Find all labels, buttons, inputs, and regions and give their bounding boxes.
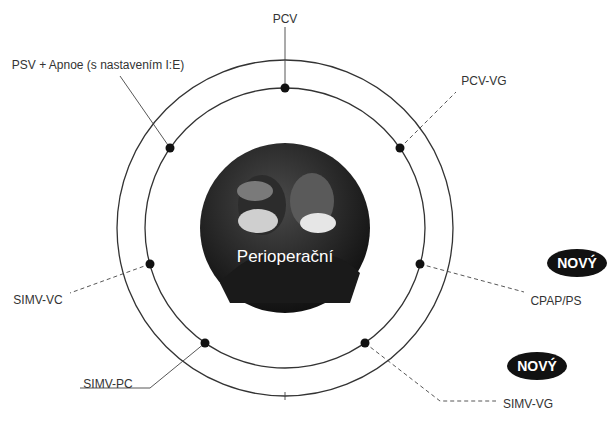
mode-label: PCV (273, 12, 298, 26)
dot (166, 144, 175, 153)
inner-ring (145, 88, 425, 368)
badge-text: NOVÝ (517, 358, 557, 374)
mode-label: SIMV-PC (83, 377, 132, 391)
outer-ring (117, 60, 453, 396)
leader-line (365, 343, 496, 401)
dot (281, 84, 290, 93)
dot (396, 144, 405, 153)
tick-mark (285, 392, 286, 400)
new-badge: NOVÝ (507, 352, 567, 380)
center-title: Perioperační (237, 247, 333, 267)
photo-shape (200, 143, 370, 313)
leader-line (120, 76, 170, 148)
leader-line (420, 264, 524, 292)
new-badge: NOVÝ (547, 249, 607, 277)
leader-lines (70, 27, 524, 401)
mode-label-box: SIMV-PC (83, 374, 132, 392)
photo-figures (220, 173, 360, 303)
mode-label-box: PCV-VG (461, 71, 506, 89)
mode-label-box: CPAP/PS (530, 291, 581, 309)
badge-oval (507, 352, 567, 380)
mode-label: PCV-VG (461, 74, 506, 88)
mode-label-box: PCV (273, 9, 298, 27)
mode-label: SIMV-VG (503, 397, 553, 411)
leader-line (70, 264, 150, 293)
mode-label-box: SIMV-VG (503, 394, 553, 412)
mode-label: PSV + Apnoe (s nastavením I:E) (12, 58, 184, 72)
mode-label-box: PSV + Apnoe (s nastavením I:E) (12, 55, 184, 73)
ring-dots (146, 84, 425, 348)
leader-line (285, 27, 286, 88)
dot (146, 260, 155, 269)
dot (361, 339, 370, 348)
dot (201, 339, 210, 348)
mode-label: CPAP/PS (530, 294, 581, 308)
badge-oval (547, 249, 607, 277)
photo-disc (200, 143, 370, 313)
badge-text: NOVÝ (557, 255, 597, 271)
mode-label-box: SIMV-VC (13, 290, 62, 308)
photo-circle: Perioperační (200, 143, 370, 313)
mode-label: SIMV-VC (13, 293, 62, 307)
dot (416, 260, 425, 269)
leader-line (400, 92, 456, 148)
